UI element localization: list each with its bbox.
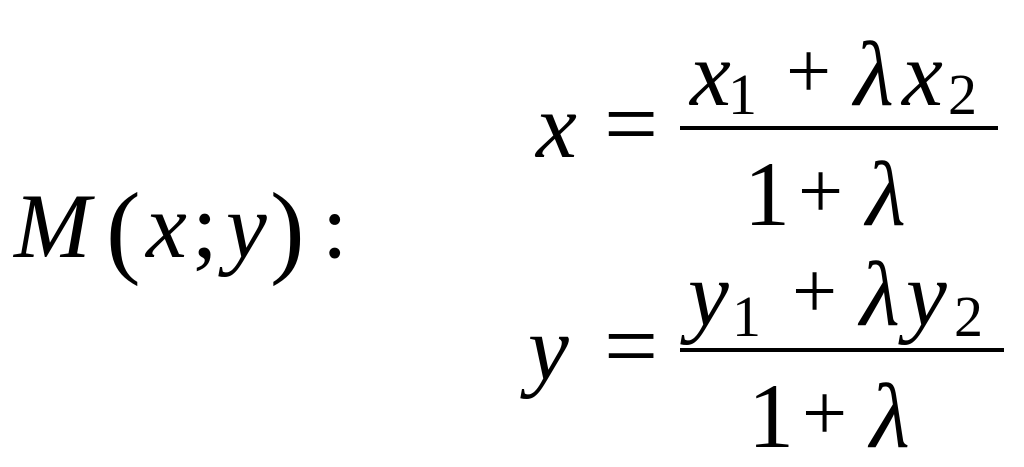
eq-x-equals: = — [604, 70, 659, 177]
num-lambda: λ — [860, 243, 900, 345]
num-x1: x — [690, 23, 731, 125]
open-paren: ( — [106, 172, 141, 287]
eq-y-variable: y — [528, 297, 569, 399]
point-name: M — [14, 175, 91, 277]
num-y1-sub: 1 — [732, 284, 761, 349]
num-plus: + — [786, 28, 832, 116]
den-plus: + — [802, 370, 848, 458]
num-y2-sub: 2 — [954, 284, 983, 349]
den-lambda: λ — [870, 365, 910, 467]
num-x1-sub: 1 — [728, 62, 757, 127]
eq-y-fraction-bar — [680, 348, 1004, 352]
num-plus: + — [792, 248, 838, 336]
num-y1: y — [688, 243, 729, 345]
num-x2: x — [902, 23, 943, 125]
separator: ; — [192, 175, 218, 277]
num-lambda: λ — [854, 23, 894, 125]
close-paren: ) — [270, 172, 305, 287]
num-x2-sub: 2 — [948, 62, 977, 127]
colon: : — [322, 175, 348, 277]
point-y: y — [226, 175, 267, 277]
num-y2: y — [906, 243, 947, 345]
den-plus: + — [798, 148, 844, 236]
point-x: x — [146, 175, 187, 277]
eq-y-equals: = — [604, 292, 659, 399]
den-one: 1 — [748, 365, 794, 467]
den-one: 1 — [744, 143, 790, 245]
eq-x-variable: x — [536, 75, 577, 177]
eq-x-fraction-bar — [680, 126, 998, 130]
den-lambda: λ — [866, 143, 906, 245]
